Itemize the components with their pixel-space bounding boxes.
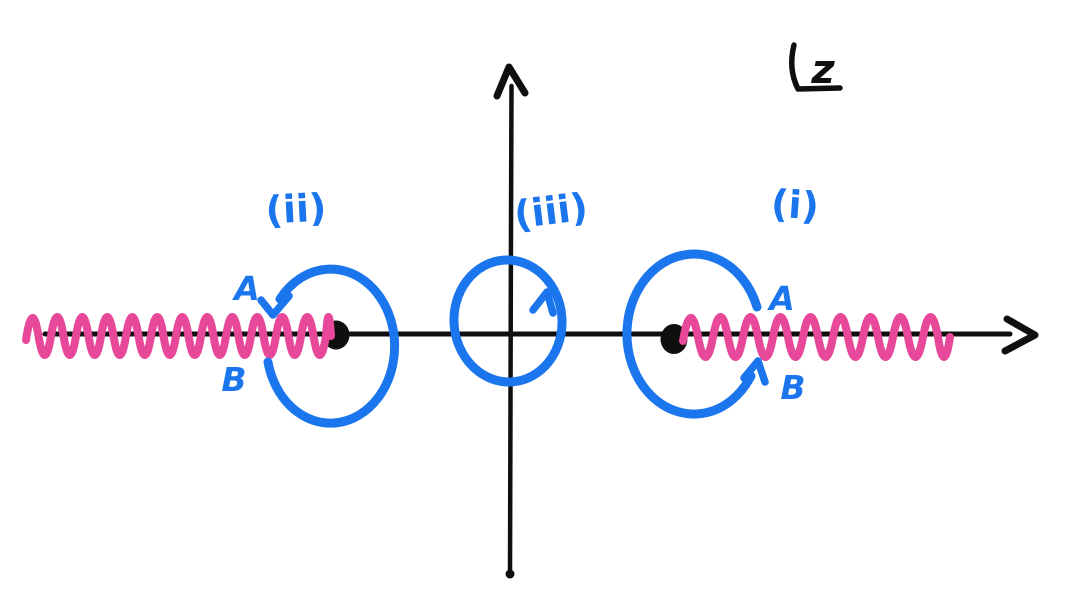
y-axis-arrowhead (493, 63, 529, 100)
axes (42, 63, 1039, 579)
y-axis-end-dot (505, 569, 515, 579)
contour-ii-label: (ii) (264, 185, 327, 232)
y-axis (507, 83, 514, 576)
label-a-left: A (231, 269, 260, 308)
contour-i-direction-arrow (740, 357, 769, 386)
contour-iii-label: (iii) (512, 185, 591, 238)
label-a-right: A (766, 279, 795, 318)
z-plane-label: z (810, 47, 835, 93)
contour-ii-direction-arrow (257, 292, 293, 319)
contour-iii (449, 255, 567, 387)
x-axis-arrowhead (1001, 315, 1039, 355)
contour-ii-circle (263, 264, 400, 428)
z-plane-corner-mark (788, 42, 843, 92)
contour-ii (257, 264, 400, 428)
label-b-left: B (221, 360, 246, 399)
label-b-right: B (780, 368, 805, 407)
branch-cut-left (22, 313, 335, 359)
contour-iii-direction-arrow (529, 288, 557, 317)
contour-iii-circle (449, 255, 567, 387)
z-plane-mark: z (788, 42, 843, 93)
contour-i-label: (i) (770, 181, 821, 228)
branch-cut-right (679, 313, 954, 361)
contour-i-circle (622, 249, 762, 419)
contour-i (622, 249, 769, 419)
